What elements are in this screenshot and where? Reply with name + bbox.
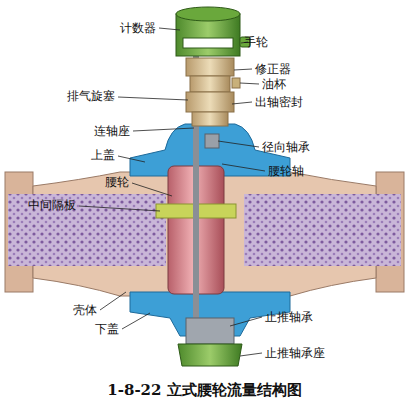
part-label: 手轮: [244, 34, 268, 50]
part-label: 出轴密封: [255, 94, 303, 110]
leader-lines: [79, 28, 265, 356]
part-label: 排气旋塞: [67, 88, 115, 104]
part-label: 上盖: [91, 147, 115, 163]
part-label: 连轴座: [94, 123, 130, 139]
part-label: 下盖: [95, 321, 119, 337]
part-label: 径向轴承: [262, 139, 310, 155]
part-label: 修正器: [255, 61, 291, 77]
part-label: 止推轴承: [265, 309, 313, 325]
part-label: 壳体: [73, 302, 97, 318]
shaft-stack: [186, 56, 240, 356]
counter: [176, 7, 250, 56]
part-label: 腰轮: [105, 174, 129, 190]
figure-caption: 1-8-22 立式腰轮流量结构图: [0, 380, 409, 400]
part-label: 止推轴承座: [265, 345, 325, 361]
part-label: 油杯: [262, 76, 286, 92]
part-label: 中间隔板: [28, 197, 76, 213]
part-label: 计数器: [120, 20, 156, 36]
part-label: 腰轮轴: [268, 163, 304, 179]
